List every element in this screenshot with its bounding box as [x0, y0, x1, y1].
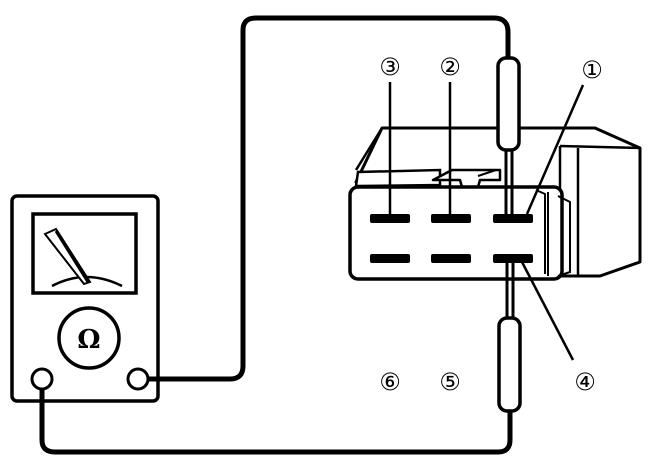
terminal-3-slot[interactable] — [370, 214, 410, 223]
terminal-1-slot[interactable] — [493, 214, 533, 223]
probe-4-handle[interactable] — [497, 316, 522, 413]
test-leads — [39, 15, 513, 455]
ohmmeter-omega-symbol: Ω — [77, 325, 100, 355]
probe-terminal-4[interactable] — [497, 260, 522, 413]
terminal-label-6: ⑥ — [379, 368, 401, 396]
ohmmeter-selector-dial[interactable] — [57, 306, 121, 370]
terminal-label-2: ② — [439, 53, 461, 81]
probe-terminal-1[interactable] — [496, 56, 521, 218]
connector — [348, 126, 642, 281]
callout-1-leader — [525, 84, 585, 215]
ohmmeter-needle-icon — [43, 227, 92, 286]
probe-1-handle[interactable] — [496, 56, 521, 152]
terminal-label-1: ① — [581, 56, 603, 84]
callout-4-leader — [520, 261, 575, 361]
terminal-label-3: ③ — [379, 53, 401, 81]
ohmmeter: Ω — [10, 194, 160, 403]
terminal-5-slot[interactable] — [431, 254, 471, 263]
lower-test-lead[interactable] — [39, 389, 513, 455]
ohmmeter-right-jack[interactable] — [126, 367, 150, 391]
connector-front-face — [348, 185, 564, 281]
terminal-callouts: ③ ② ① ⑥ ⑤ ④ — [379, 53, 603, 396]
terminal-6-slot[interactable] — [370, 254, 410, 263]
upper-test-lead[interactable] — [148, 15, 511, 382]
terminal-label-4: ④ — [574, 368, 596, 396]
terminal-4-slot[interactable] — [493, 254, 533, 263]
ohmmeter-left-jack[interactable] — [30, 367, 54, 391]
terminal-2-slot[interactable] — [431, 214, 471, 223]
terminal-label-5: ⑤ — [439, 368, 461, 396]
